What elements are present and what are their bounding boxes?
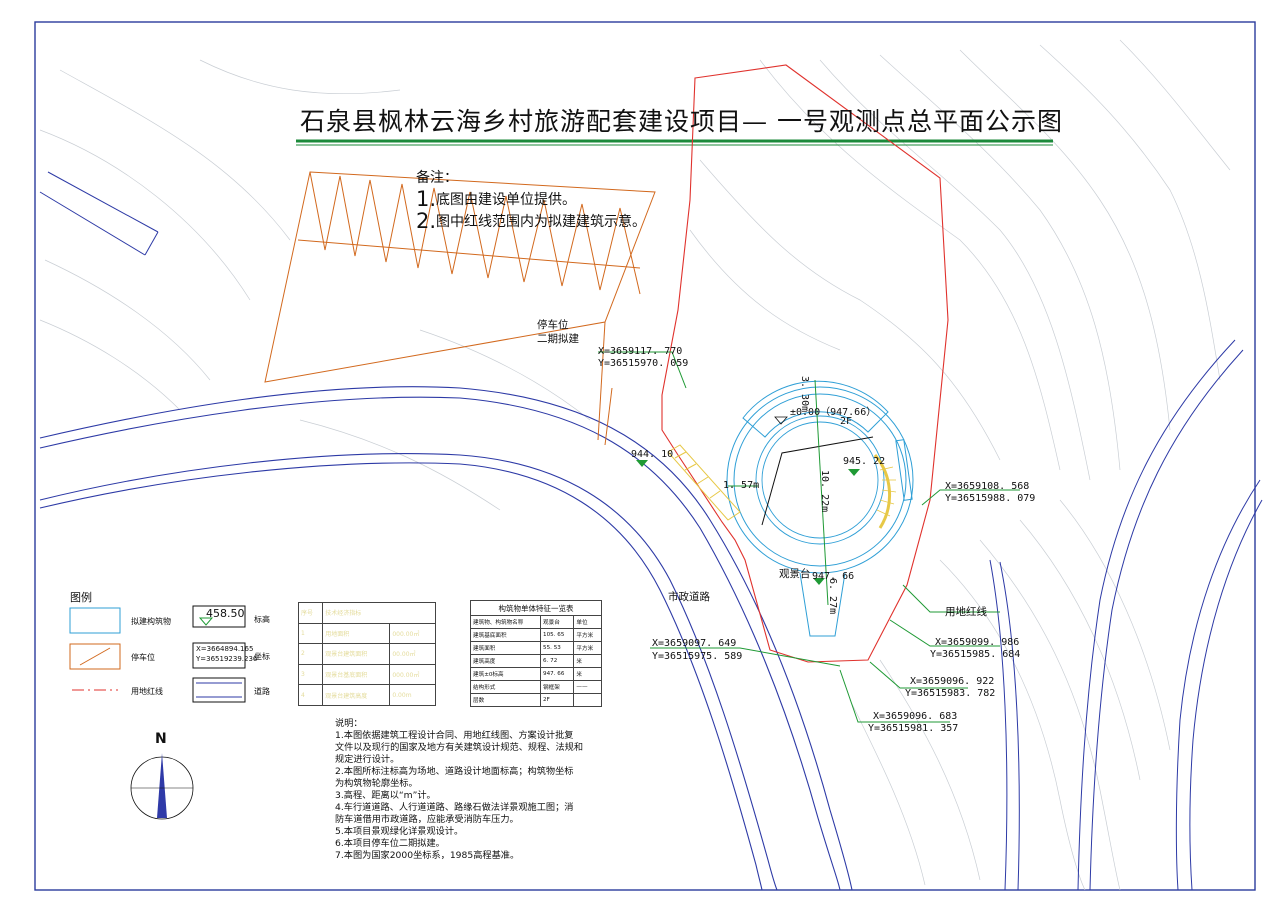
legend-road-label: 道路 [254, 687, 270, 696]
table-row: 4 观景台建筑高度 0.00m [297, 684, 436, 706]
table-row: 1 用地面积 000.00㎡ [297, 622, 436, 645]
coord-1-x: X=3659117. 770 [598, 346, 683, 357]
coord-4-x: X=3659097. 649 [652, 638, 737, 649]
dimension-lines [728, 379, 874, 606]
structure-feature-table: 构筑物单体特征一览表 建筑物、构筑物名称 观景台 单位 建筑基底面积 105. … [469, 600, 602, 707]
design-note-line: 文件以及现行的国家及地方有关建筑设计规范、规程、法规和 [335, 742, 584, 753]
design-note-line: 4.车行道道路、人行道道路、路缘石做法详景观施工图；消 [335, 802, 574, 813]
viewing-platform [726, 380, 914, 637]
table-row: 建筑基底面积 105. 65 平方米 [469, 628, 602, 642]
legend-coord-x: X=3664894.165 [196, 645, 254, 653]
legend-icons [69, 605, 246, 703]
red-line-label: 用地红线 [945, 606, 987, 618]
design-note-line: 7.本图为国家2000坐标系，1985高程基准。 [335, 850, 520, 861]
design-note-line: 2.本图所标注标高为场地、道路设计地面标高；构筑物坐标 [335, 766, 574, 777]
floor-label: 2F [840, 416, 853, 427]
design-note-line: 6.本项目停车位二期拟建。 [335, 838, 445, 849]
coord-4-y: Y=36515975. 589 [652, 651, 743, 662]
main-road [39, 386, 853, 891]
parking-phase-label: 二期拟建 [537, 333, 579, 345]
coord-6-x: X=3659096. 683 [873, 711, 958, 722]
feature-table-caption: 构筑物单体特征一览表 [470, 600, 602, 616]
dimension-157: 1. 57m [723, 480, 760, 491]
table-row: 建筑高度 6. 72 米 [469, 654, 602, 668]
design-notes-header: 说明： [335, 718, 363, 729]
dimension-330: 3. 30m [799, 376, 810, 413]
drawing-title: 石泉县枫林云海乡村旅游配套建设项目— 一号观测点总平面公示图 [300, 107, 1063, 136]
coord-5-x: X=3659096. 922 [910, 676, 995, 687]
coord-6-y: Y=36515981. 357 [868, 723, 959, 734]
table-row: 2 观景台建筑面积 00.00㎡ [297, 643, 436, 665]
legend-redline-label: 用地红线 [131, 687, 163, 696]
design-note-line: 规定进行设计。 [335, 754, 400, 765]
legend-elevation-value: 458.50 [206, 607, 245, 620]
elevation-945: 945. 22 [843, 456, 886, 467]
coord-3-y: Y=36515985. 684 [930, 649, 1021, 660]
table-row: 结构形式 钢框架 —— [469, 680, 602, 694]
parking-area [264, 171, 656, 446]
remarks-block: 备注： 1.底图由建设单位提供。 2.图中红线范围内为拟建建筑示意。 [416, 168, 646, 233]
red-site-boundary [661, 64, 949, 663]
coord-2-y: Y=36515988. 079 [945, 493, 1036, 504]
design-note-line: 5.本项目景观绿化详景观设计。 [335, 826, 464, 837]
economic-indicator-table: 序号 技术经济指标 1 用地面积 000.00㎡ 2 观景台建筑面积 00.00… [297, 602, 436, 706]
dimension-1022: 10. 22m [819, 470, 830, 513]
design-note-line: 3.高程、距离以“m”计。 [335, 790, 436, 801]
design-note-line: 防车道借用市政道路，应能承受消防车压力。 [335, 814, 519, 825]
remark-item-2: 2.图中红线范围内为拟建建筑示意。 [416, 209, 647, 233]
table-row: 建筑面积 55. 53 平方米 [469, 641, 602, 655]
city-road-label: 市政道路 [668, 591, 710, 603]
legend-coord-label: 坐标 [254, 652, 270, 661]
parking-label: 停车位 [537, 319, 569, 331]
dimension-627: 6. 27m [827, 578, 838, 615]
elevation-94766: 947. 66 [812, 571, 855, 582]
legend-elevation-label: 标高 [254, 615, 270, 624]
design-note-line: 1.本图依据建筑工程设计合同、用地红线图、方案设计批复 [335, 730, 574, 741]
legend-building-label: 拟建构筑物 [131, 617, 171, 626]
table-row: 序号 技术经济指标 [297, 602, 436, 624]
coord-2-x: X=3659108. 568 [945, 481, 1030, 492]
design-notes: 说明： 1.本图依据建筑工程设计合同、用地红线图、方案设计批复 文件以及现行的国… [335, 718, 635, 862]
zero-elevation-marker [774, 416, 788, 425]
table-row: 建筑±0标高 947. 66 米 [469, 667, 602, 681]
table-row: 层数 2F [469, 693, 602, 707]
coord-1-y: Y=36515970. 059 [598, 358, 689, 369]
table-row: 建筑物、构筑物名称 观景台 单位 [469, 615, 602, 629]
zero-elevation-label: ±0.00（947.66） [790, 407, 877, 418]
remarks-header: 备注： [416, 170, 458, 186]
drawing-frame [34, 21, 1256, 891]
design-note-line: 为构筑物轮廓坐标。 [335, 778, 418, 789]
north-arrow [130, 753, 194, 820]
legend-coord-y: Y=36519239.236 [196, 655, 258, 663]
coordinate-leaders [598, 351, 1020, 723]
entrance-stair [667, 444, 741, 521]
road-segment-upper-left [39, 171, 159, 256]
coord-3-x: X=3659099. 986 [935, 637, 1020, 648]
legend-title: 图例 [70, 591, 92, 604]
viewing-platform-label: 观景台 [779, 568, 811, 580]
elevation-markers [636, 460, 860, 585]
right-road [989, 339, 1263, 891]
legend-parking-label: 停车位 [131, 653, 155, 662]
coord-5-y: Y=36515983. 782 [905, 688, 996, 699]
elevation-944: 944. 10 [631, 449, 674, 460]
remark-item-1: 1.底图由建设单位提供。 [416, 187, 577, 211]
table-row: 3 观景台基底面积 000.00㎡ [297, 663, 436, 686]
north-label: N [155, 731, 167, 747]
